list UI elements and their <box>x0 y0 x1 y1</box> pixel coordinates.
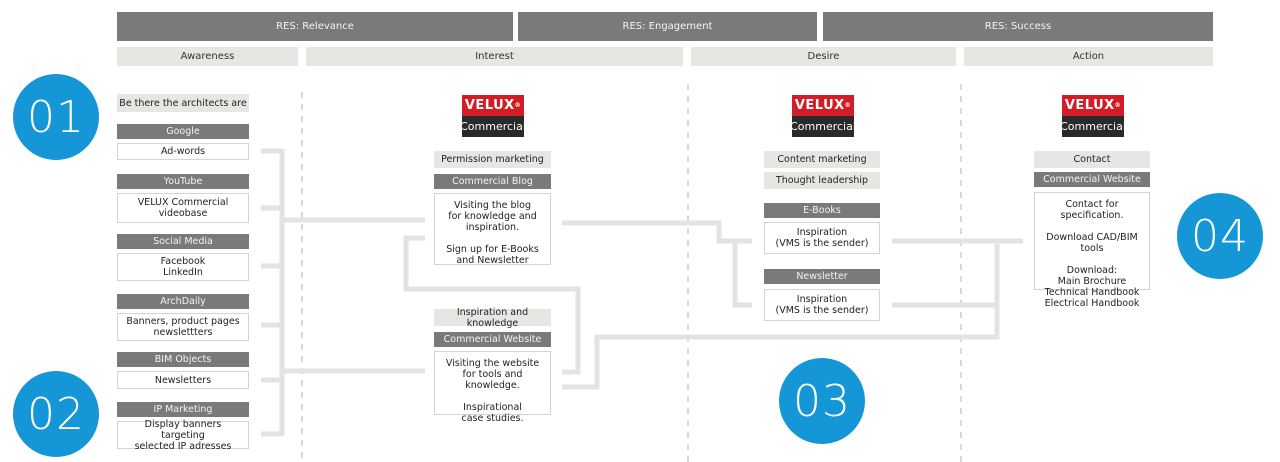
channel-header-text: Google <box>166 126 200 137</box>
newsletter-box: Inspiration (VMS is the sender) <box>764 289 880 321</box>
desire-label-content-marketing: Content marketing <box>764 151 880 168</box>
velux-commercial-logo: VELUX® Commercial <box>460 95 526 137</box>
action-box-text: Contact for specification. Download CAD/… <box>1044 199 1140 309</box>
channel-box-bim-objects: Newsletters <box>117 371 249 389</box>
channel-box-text: Facebook LinkedIn <box>160 256 206 278</box>
step-circle-01: 01 <box>13 74 99 160</box>
website-box: Visiting the website for tools and knowl… <box>434 351 551 424</box>
step-circle-04: 04 <box>1177 193 1263 279</box>
logo-sub: Commercial <box>1060 116 1126 137</box>
velux-logo-mark: VELUX® <box>462 95 524 116</box>
logo-sub: Commercial <box>790 116 856 137</box>
logo-brand: VELUX <box>794 98 845 113</box>
res-band-label: RES: Engagement <box>622 21 713 32</box>
ebooks-box: Inspiration (VMS is the sender) <box>764 222 880 254</box>
blog-box-text: Visiting the blog for knowledge and insp… <box>446 200 539 266</box>
newsletter-header: Newsletter <box>764 269 880 284</box>
action-header-text: Commercial Website <box>1043 174 1141 185</box>
stage-desire: Desire <box>691 47 956 66</box>
channel-header-ip-marketing: IP Marketing <box>117 402 249 417</box>
stage-label: Action <box>1072 51 1105 62</box>
channel-header-text: Social Media <box>153 236 213 247</box>
channel-box-text: VELUX Commercial videobase <box>137 197 229 219</box>
channel-header-text: YouTube <box>163 176 203 187</box>
step-circle-03: 03 <box>779 358 865 444</box>
logo-sub-text: Commercial <box>790 120 856 133</box>
stage-awareness: Awareness <box>117 47 298 66</box>
website-header: Commercial Website <box>434 332 551 347</box>
channel-header-bim-objects: BIM Objects <box>117 352 249 367</box>
logo-sub-text: Commercial <box>1060 120 1126 133</box>
action-header: Commercial Website <box>1034 172 1150 187</box>
website-label-text: Inspiration and knowledge <box>456 306 529 329</box>
res-band-success: RES: Success <box>823 12 1213 41</box>
channel-header-text: BIM Objects <box>154 354 212 365</box>
channel-header-youtube: YouTube <box>117 174 249 189</box>
res-band-label: RES: Relevance <box>276 21 354 32</box>
step-number: 03 <box>793 375 851 427</box>
step-number: 02 <box>27 388 85 440</box>
channel-box-text: Display banners targeting selected IP ad… <box>134 418 232 452</box>
ebooks-header: E-Books <box>764 203 880 218</box>
res-band-relevance: RES: Relevance <box>117 12 513 41</box>
desire-label-thought-leadership: Thought leadership <box>764 172 880 189</box>
channel-box-text: Banners, product pages newslettters <box>126 316 240 338</box>
blog-label: Permission marketing <box>434 151 551 168</box>
blog-label-text: Permission marketing <box>441 154 544 165</box>
stage-separators <box>301 84 962 462</box>
logo-sub: Commercial <box>460 116 526 137</box>
logo-brand: VELUX <box>464 98 515 113</box>
newsletter-box-text: Inspiration (VMS is the sender) <box>775 294 869 316</box>
website-label: Inspiration and knowledge <box>434 306 551 329</box>
channel-box-ip-marketing: Display banners targeting selected IP ad… <box>117 418 249 452</box>
desire-label-text: Content marketing <box>777 154 867 165</box>
velux-logo-mark: VELUX® <box>792 95 854 116</box>
newsletter-header-text: Newsletter <box>796 271 848 282</box>
channel-header-google: Google <box>117 124 249 139</box>
channel-box-youtube: VELUX Commercial videobase <box>117 193 249 223</box>
website-box-text: Visiting the website for tools and knowl… <box>445 358 540 424</box>
awareness-intro-text: Be there the architects are <box>119 97 247 109</box>
action-box: Contact for specification. Download CAD/… <box>1034 192 1150 309</box>
channel-box-archdaily: Banners, product pages newslettters <box>117 313 249 341</box>
velux-commercial-logo: VELUX® Commercial <box>790 95 856 137</box>
logo-sub-text: Commercial <box>460 120 526 133</box>
connector-paths <box>261 148 1023 437</box>
desire-label-text: Thought leadership <box>775 175 869 186</box>
stage-action: Action <box>964 47 1213 66</box>
res-band-label: RES: Success <box>984 21 1052 32</box>
ebooks-header-text: E-Books <box>803 205 841 216</box>
logo-registered: ® <box>514 102 522 109</box>
channel-header-archdaily: ArchDaily <box>117 294 249 309</box>
channel-box-google: Ad-words <box>117 143 249 160</box>
blog-header: Commercial Blog <box>434 174 551 189</box>
channel-header-text: IP Marketing <box>153 404 213 415</box>
blog-header-text: Commercial Blog <box>452 176 533 187</box>
logo-brand: VELUX <box>1064 98 1115 113</box>
stage-label: Awareness <box>180 51 235 62</box>
awareness-intro: Be there the architects are <box>117 94 249 112</box>
blog-box: Visiting the blog for knowledge and insp… <box>434 193 551 266</box>
channel-header-text: ArchDaily <box>160 296 206 307</box>
step-number: 04 <box>1191 210 1249 262</box>
action-label-text: Contact <box>1073 154 1111 165</box>
website-header-text: Commercial Website <box>443 334 542 345</box>
stage-interest: Interest <box>306 47 683 66</box>
res-band-engagement: RES: Engagement <box>518 12 817 41</box>
stage-label: Desire <box>807 51 840 62</box>
channel-header-social-media: Social Media <box>117 234 249 249</box>
velux-logo-mark: VELUX® <box>1062 95 1124 116</box>
action-label: Contact <box>1034 151 1150 168</box>
step-number: 01 <box>27 91 85 143</box>
channel-box-text: Ad-words <box>160 146 206 157</box>
channel-box-text: Newsletters <box>154 374 212 386</box>
logo-registered: ® <box>844 102 852 109</box>
channel-box-social-media: Facebook LinkedIn <box>117 253 249 281</box>
logo-registered: ® <box>1114 102 1122 109</box>
velux-commercial-logo: VELUX® Commercial <box>1060 95 1126 137</box>
stage-label: Interest <box>475 51 514 62</box>
step-circle-02: 02 <box>13 371 99 457</box>
ebooks-box-text: Inspiration (VMS is the sender) <box>775 227 869 249</box>
